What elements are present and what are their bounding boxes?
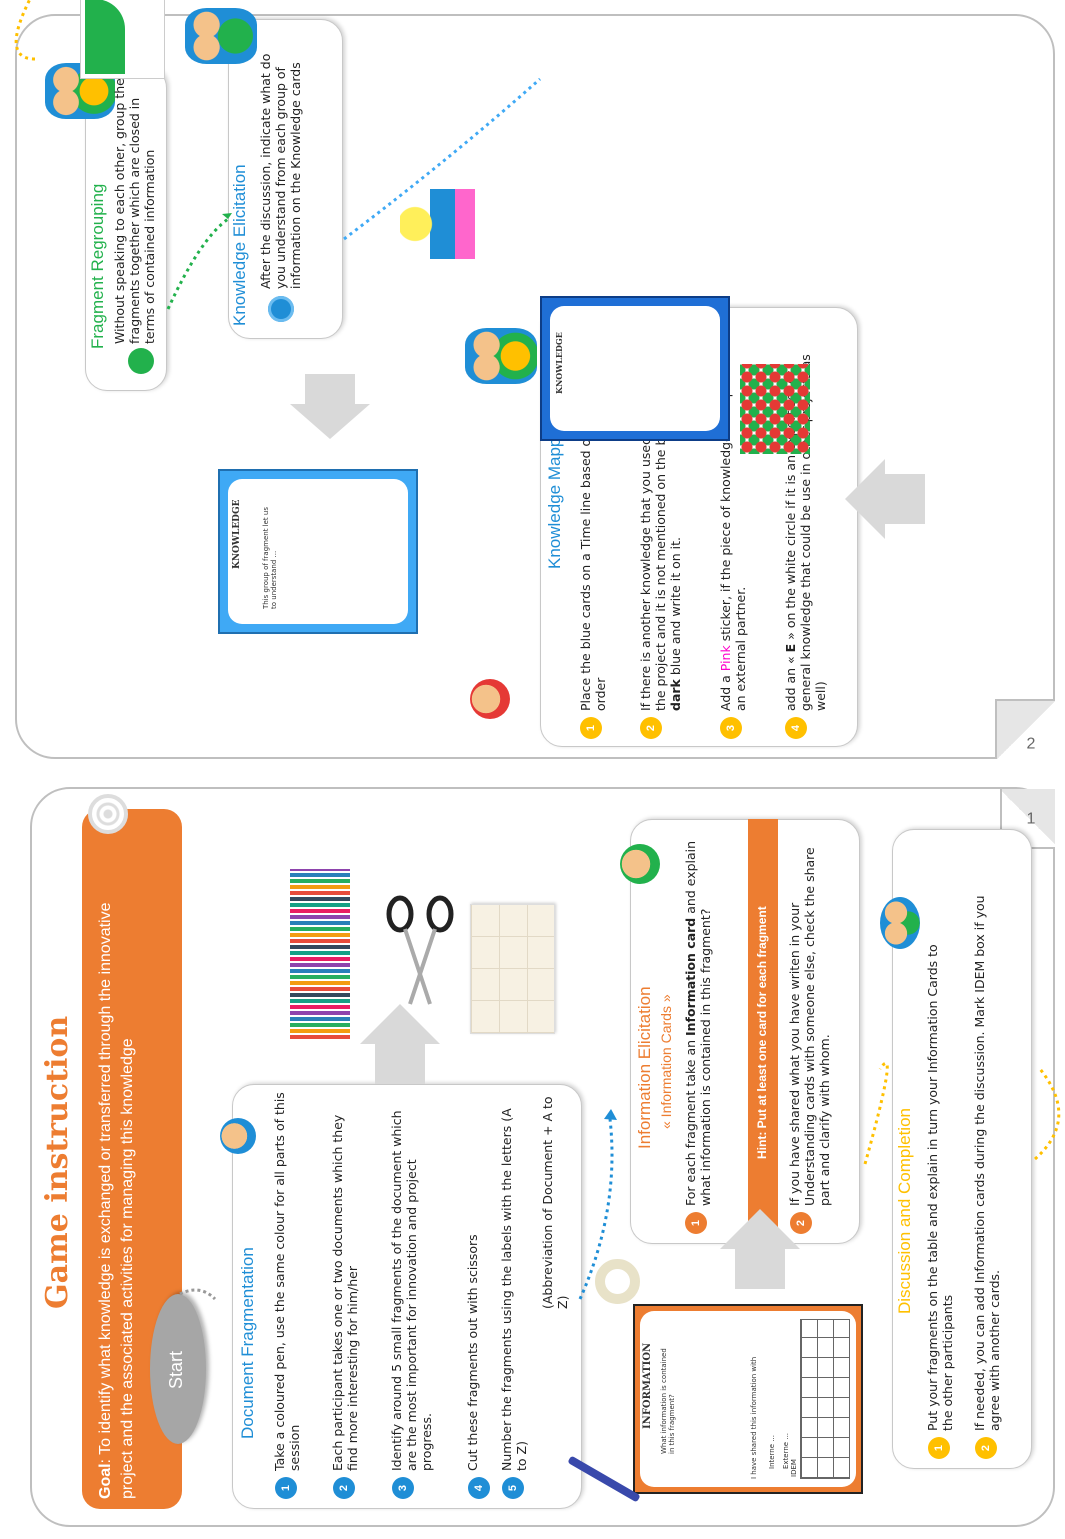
start-arrow xyxy=(179,1288,217,1301)
supplies-arrow xyxy=(360,1004,440,1084)
elic-to-card-arrow xyxy=(290,374,370,439)
discussion-loop-arrow xyxy=(863,1061,1061,1165)
scissors-icon xyxy=(386,895,454,1005)
doc-to-info-arrow xyxy=(578,1109,617,1300)
page-1: 1 Game instruction Goal: To identify wha… xyxy=(0,779,1065,1539)
sticker-dots xyxy=(740,364,810,454)
map-to-card-arrow xyxy=(845,459,925,539)
info-card-arrow xyxy=(720,1209,800,1289)
kcard-2-header: KNOWLEDGE xyxy=(554,332,564,394)
regroup-to-elic-arrow xyxy=(166,77,541,310)
page-2: 2 Fragment Regrouping Without speaking t… xyxy=(0,0,1065,759)
kcard-2-inner xyxy=(550,306,720,431)
